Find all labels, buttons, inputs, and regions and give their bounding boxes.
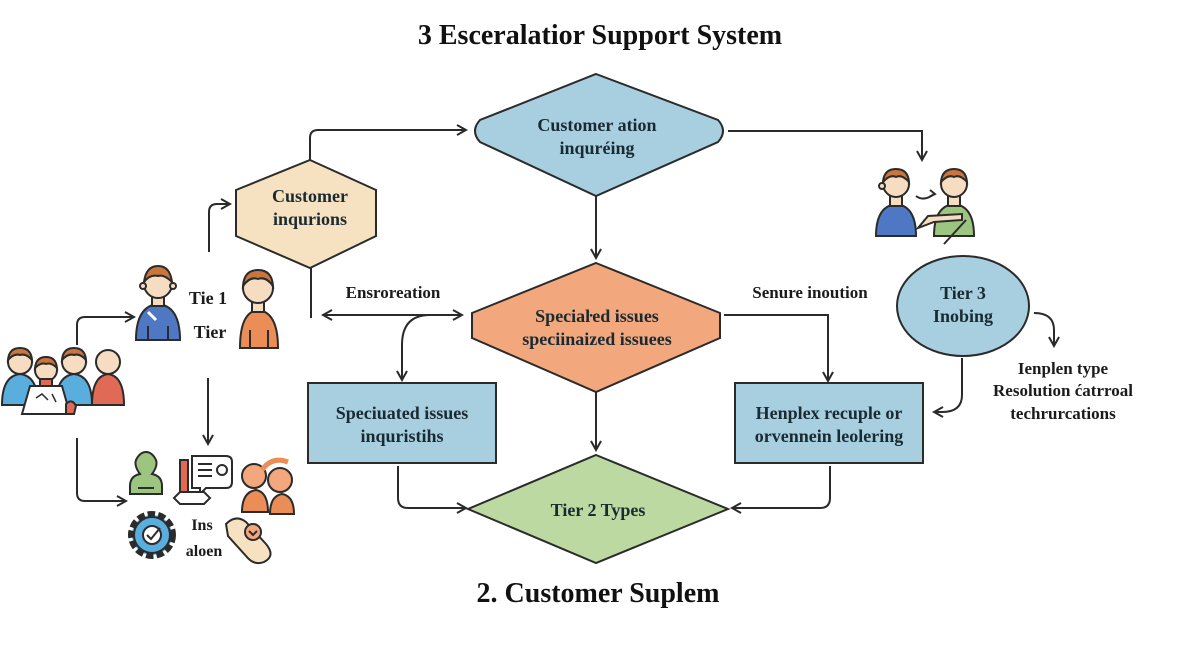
- node-customer-ation[interactable]: Customer ation inquréing: [474, 72, 724, 198]
- customer-group-icon: [0, 346, 126, 415]
- edge-tier3-to-resolution: [1033, 312, 1054, 346]
- speciated-line2: inquristihs: [360, 426, 443, 446]
- henplex-line1: Henplex recuple or: [756, 403, 903, 423]
- node-henplex-box[interactable]: Henplex recuple or orvennein leolering: [734, 382, 924, 464]
- phone-support-icon: [224, 517, 272, 565]
- resolution-line1: Ienplen type: [1018, 359, 1109, 378]
- edge-group-to-bottom-icons: [76, 438, 126, 501]
- edge-group-to-tier1: [76, 317, 134, 345]
- resolution-line3: techrurcations: [1010, 404, 1116, 423]
- team-discussion-icon: [240, 457, 296, 515]
- ins-label-line1: Ins: [191, 517, 212, 534]
- node-customer-inquirions[interactable]: Customer inqurions: [235, 158, 377, 270]
- specialized-issues-line2: speciinaized issuees: [522, 329, 672, 349]
- speciated-line1: Speciuated issues: [336, 403, 469, 423]
- edge-to-speciated-box: [402, 314, 431, 380]
- ensroreation-label: Ensroreation: [346, 283, 441, 302]
- specialized-issues-line1: Speciaŀed issues: [535, 306, 659, 326]
- tier1-label-line1: Tie 1: [189, 288, 227, 308]
- edge-specialized-to-henplex: [724, 314, 828, 381]
- node-speciated-issues-box[interactable]: Speciuated issues inquristihs: [307, 382, 497, 464]
- edge-tier3-to-henplex: [934, 358, 963, 412]
- document-chat-icon: [172, 455, 233, 505]
- diagram-footer: 2. Customer Suplem: [477, 578, 720, 609]
- customer-inquirions-line1: Customer: [272, 186, 348, 206]
- resolution-line2: Resolution ćatrroal: [993, 381, 1133, 400]
- edge-tier1-to-inquirions: [208, 204, 230, 252]
- node-specialized-issues[interactable]: Speciaŀed issues speciinaized issuees: [471, 261, 721, 394]
- edge-speciated-to-tier2: [397, 466, 466, 508]
- henplex-line2: orvennein leolering: [755, 426, 903, 446]
- node-tier2[interactable]: Tier 2 Types: [465, 453, 731, 565]
- tier3-line2: Inobing: [933, 306, 993, 326]
- ins-label-line2: aloen: [186, 543, 223, 560]
- edge-inquirions-to-customer-ation: [309, 130, 466, 170]
- customer-ation-line2: inquréing: [559, 138, 634, 158]
- edge-customer-ation-to-handoff: [728, 130, 922, 160]
- edge-henplex-to-tier2: [732, 466, 831, 508]
- diagram-title: 3 Esceralatior Support System: [418, 20, 782, 51]
- senure-label: Senure inoution: [752, 283, 868, 302]
- customer-inquirions-line2: inqurions: [273, 209, 347, 229]
- handoff-agents-icon: [874, 167, 976, 245]
- tier3-line1: Tier 3: [940, 283, 986, 303]
- node-tier3[interactable]: Tier 3 Inobing: [896, 255, 1030, 357]
- tier1-agent-headset-icon: [134, 264, 182, 341]
- settings-gear-check-icon: [128, 511, 176, 559]
- tier2-label: Tier 2 Types: [551, 500, 646, 520]
- tier1-customer-icon: [238, 268, 280, 349]
- tier1-label-line2: Tier: [194, 322, 227, 342]
- customer-ation-line1: Customer ation: [537, 115, 656, 135]
- user-profile-icon: [129, 450, 163, 495]
